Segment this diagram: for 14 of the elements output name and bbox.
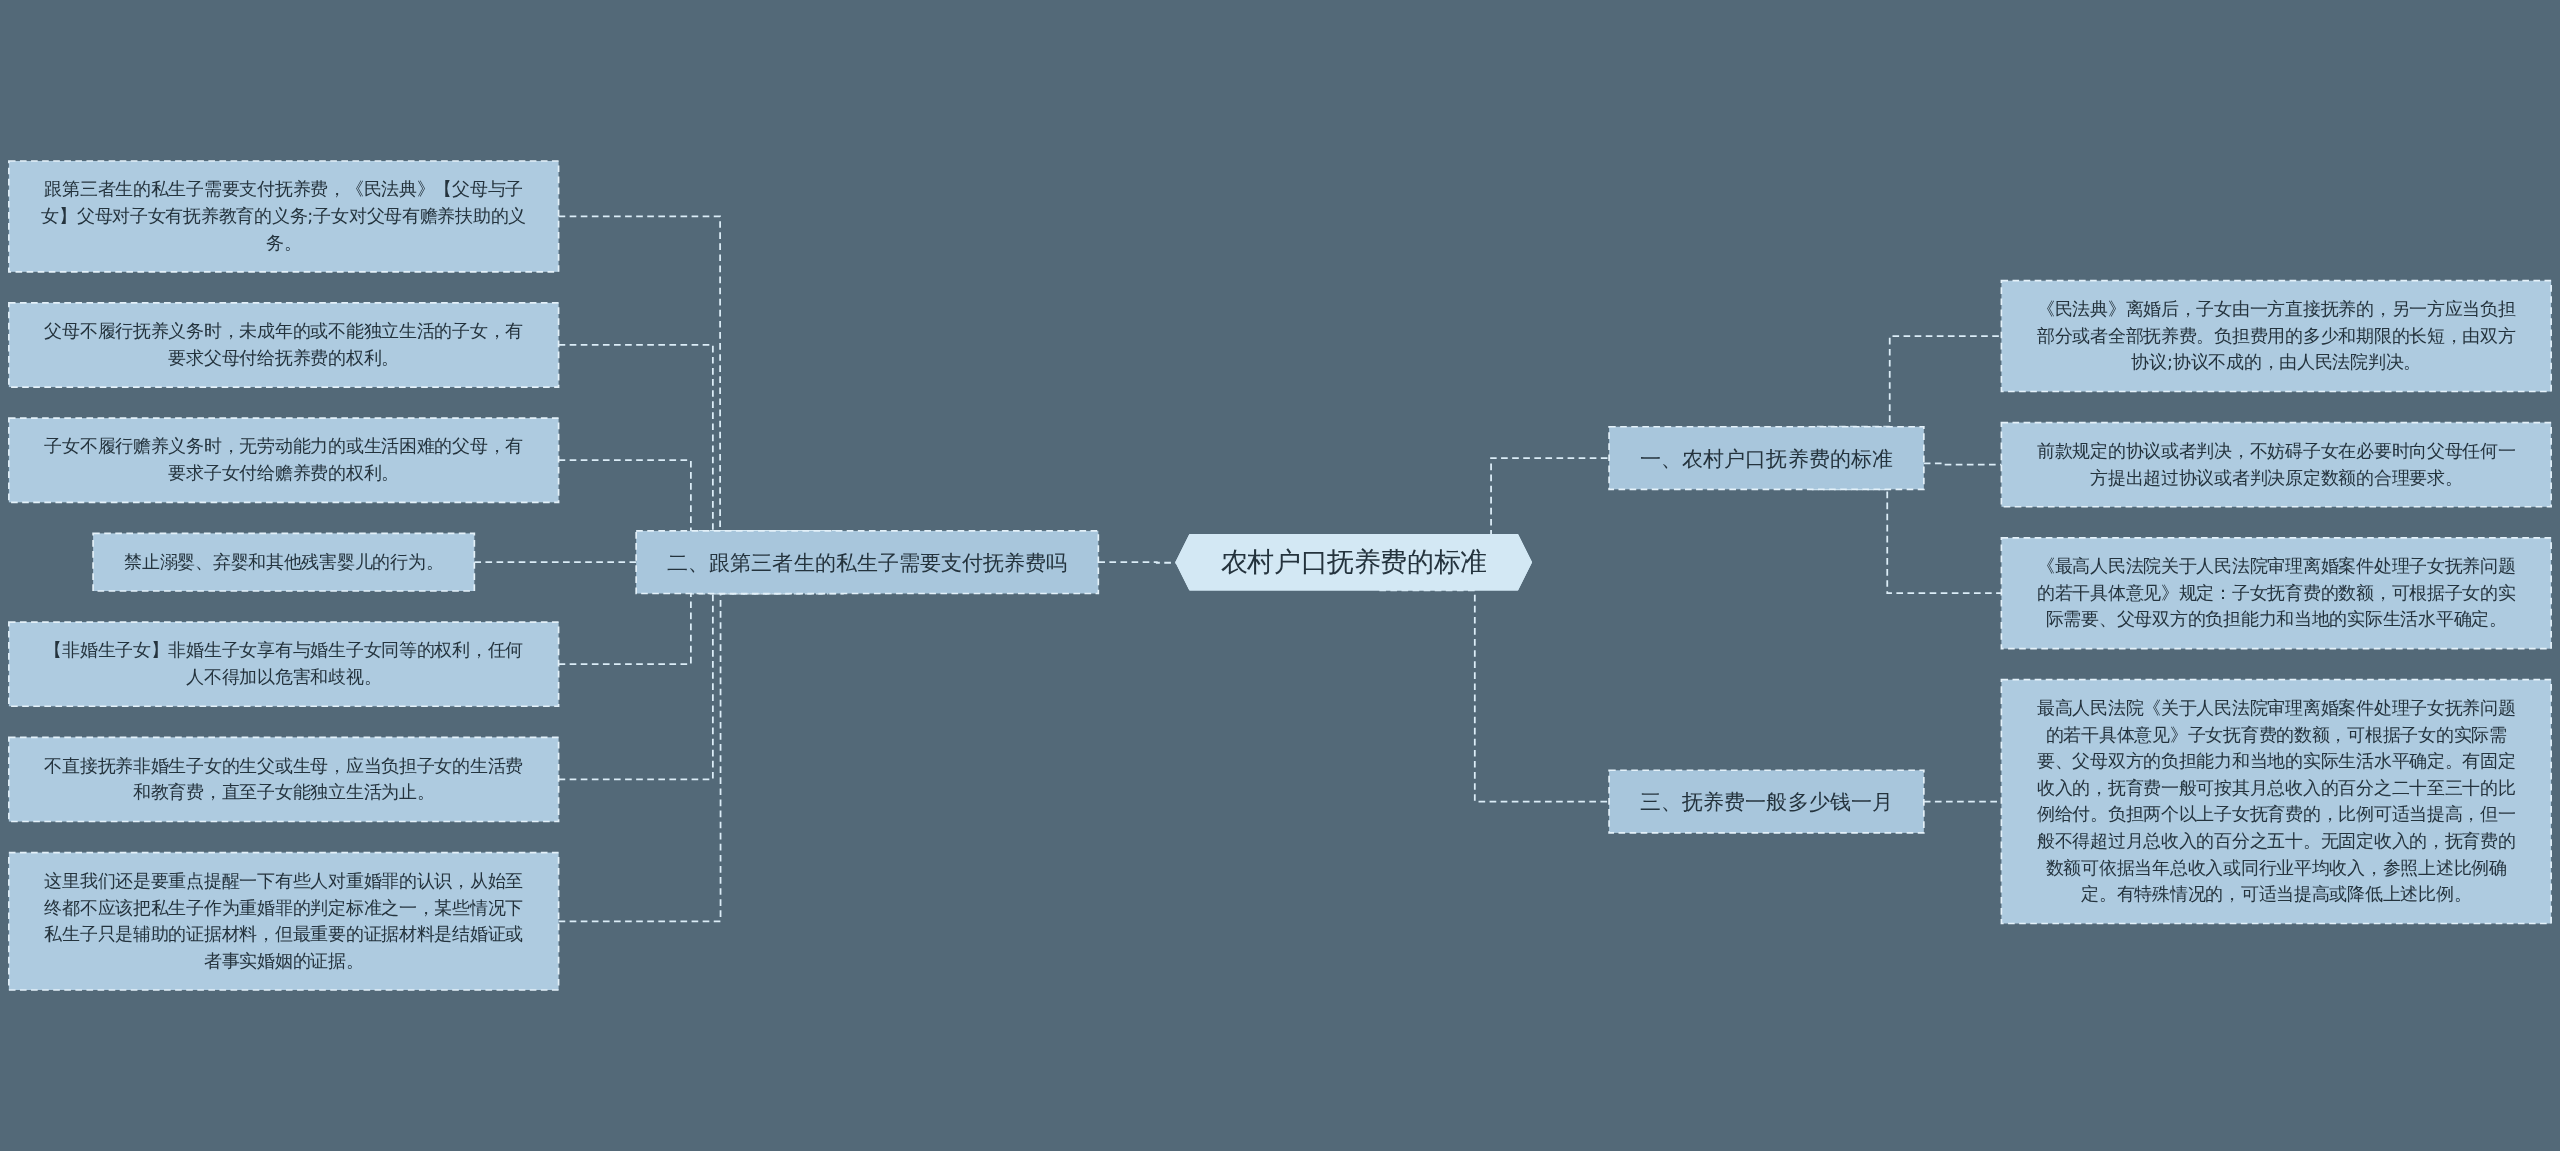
node-box: 禁止溺婴、弃婴和其他残害婴儿的行为。 <box>92 532 476 592</box>
node-box: 一、农村户口抚养费的标准 <box>1608 425 1925 491</box>
node-box: 这里我们还是要重点提醒一下有些人对重婚罪的认识，从始至终都不应该把私生子作为重婚罪的判定标准之一，某些情况下私生子只是辅助的证据材料，但最重要的证据材料是结婚证或者事实婚姻的证据。 <box>8 851 560 991</box>
node-box: 前款规定的协议或者判决，不妨碍子女在必要时向父母任何一方提出超过协议或者判决原定数额的合理要求。 <box>2000 421 2552 508</box>
node-box: 《最高人民法院关于人民法院审理离婚案件处理子女抚养问题的若干具体意见》规定：子女抚育费的数额，可根据子女的实际需要、父母双方的负担能力和当地的实际生活水平确定。 <box>2000 537 2552 650</box>
node-box: 《民法典》离婚后，子女由一方直接抚养的，另一方应当负担部分或者全部抚养费。负担费用的多少和期限的长短，由双方协议;协议不成的，由人民法院判决。 <box>2000 279 2552 393</box>
node-box: 跟第三者生的私生子需要支付抚养费，《民法典》【父母与子女】父母对子女有抚养教育的义务;子女对父母有赡养扶助的义务。 <box>8 160 560 273</box>
node-box: 最高人民法院《关于人民法院审理离婚案件处理子女抚养问题的若干具体意见》子女抚育费的数额，可根据子女的实际需要、父母双方的负担能力和当地的实际生活水平确定。有固定收入的，抚育费一般可按其月总收入的百分之二十至三十的比例给付。负担两个以上子女抚育费的，比例可适当提高，但一般不得超过月总收入的百分之五十。无固定收入的，抚育费的数额可依据当年总收入或同行业平均收入，参照上述比例确定。有特殊情况的，可适当提高或降低上述比例。 <box>2000 678 2552 925</box>
node-box: 不直接抚养非婚生子女的生父或生母，应当负担子女的生活费和教育费，直至子女能独立生活为止。 <box>8 736 560 823</box>
node-box: 父母不履行抚养义务时，未成年的或不能独立生活的子女，有要求父母付给抚养费的权利。 <box>8 302 560 388</box>
node-box: 子女不履行赡养义务时，无劳动能力的或生活困难的父母，有要求子女付给赡养费的权利。 <box>8 417 560 504</box>
node-box: 【非婚生子女】非婚生子女享有与婚生子女同等的权利，任何人不得加以危害和歧视。 <box>8 621 560 708</box>
node-box: 三、抚养费一般多少钱一月 <box>1608 769 1925 834</box>
node-box: 二、跟第三者生的私生子需要支付抚养费吗 <box>635 530 1100 595</box>
